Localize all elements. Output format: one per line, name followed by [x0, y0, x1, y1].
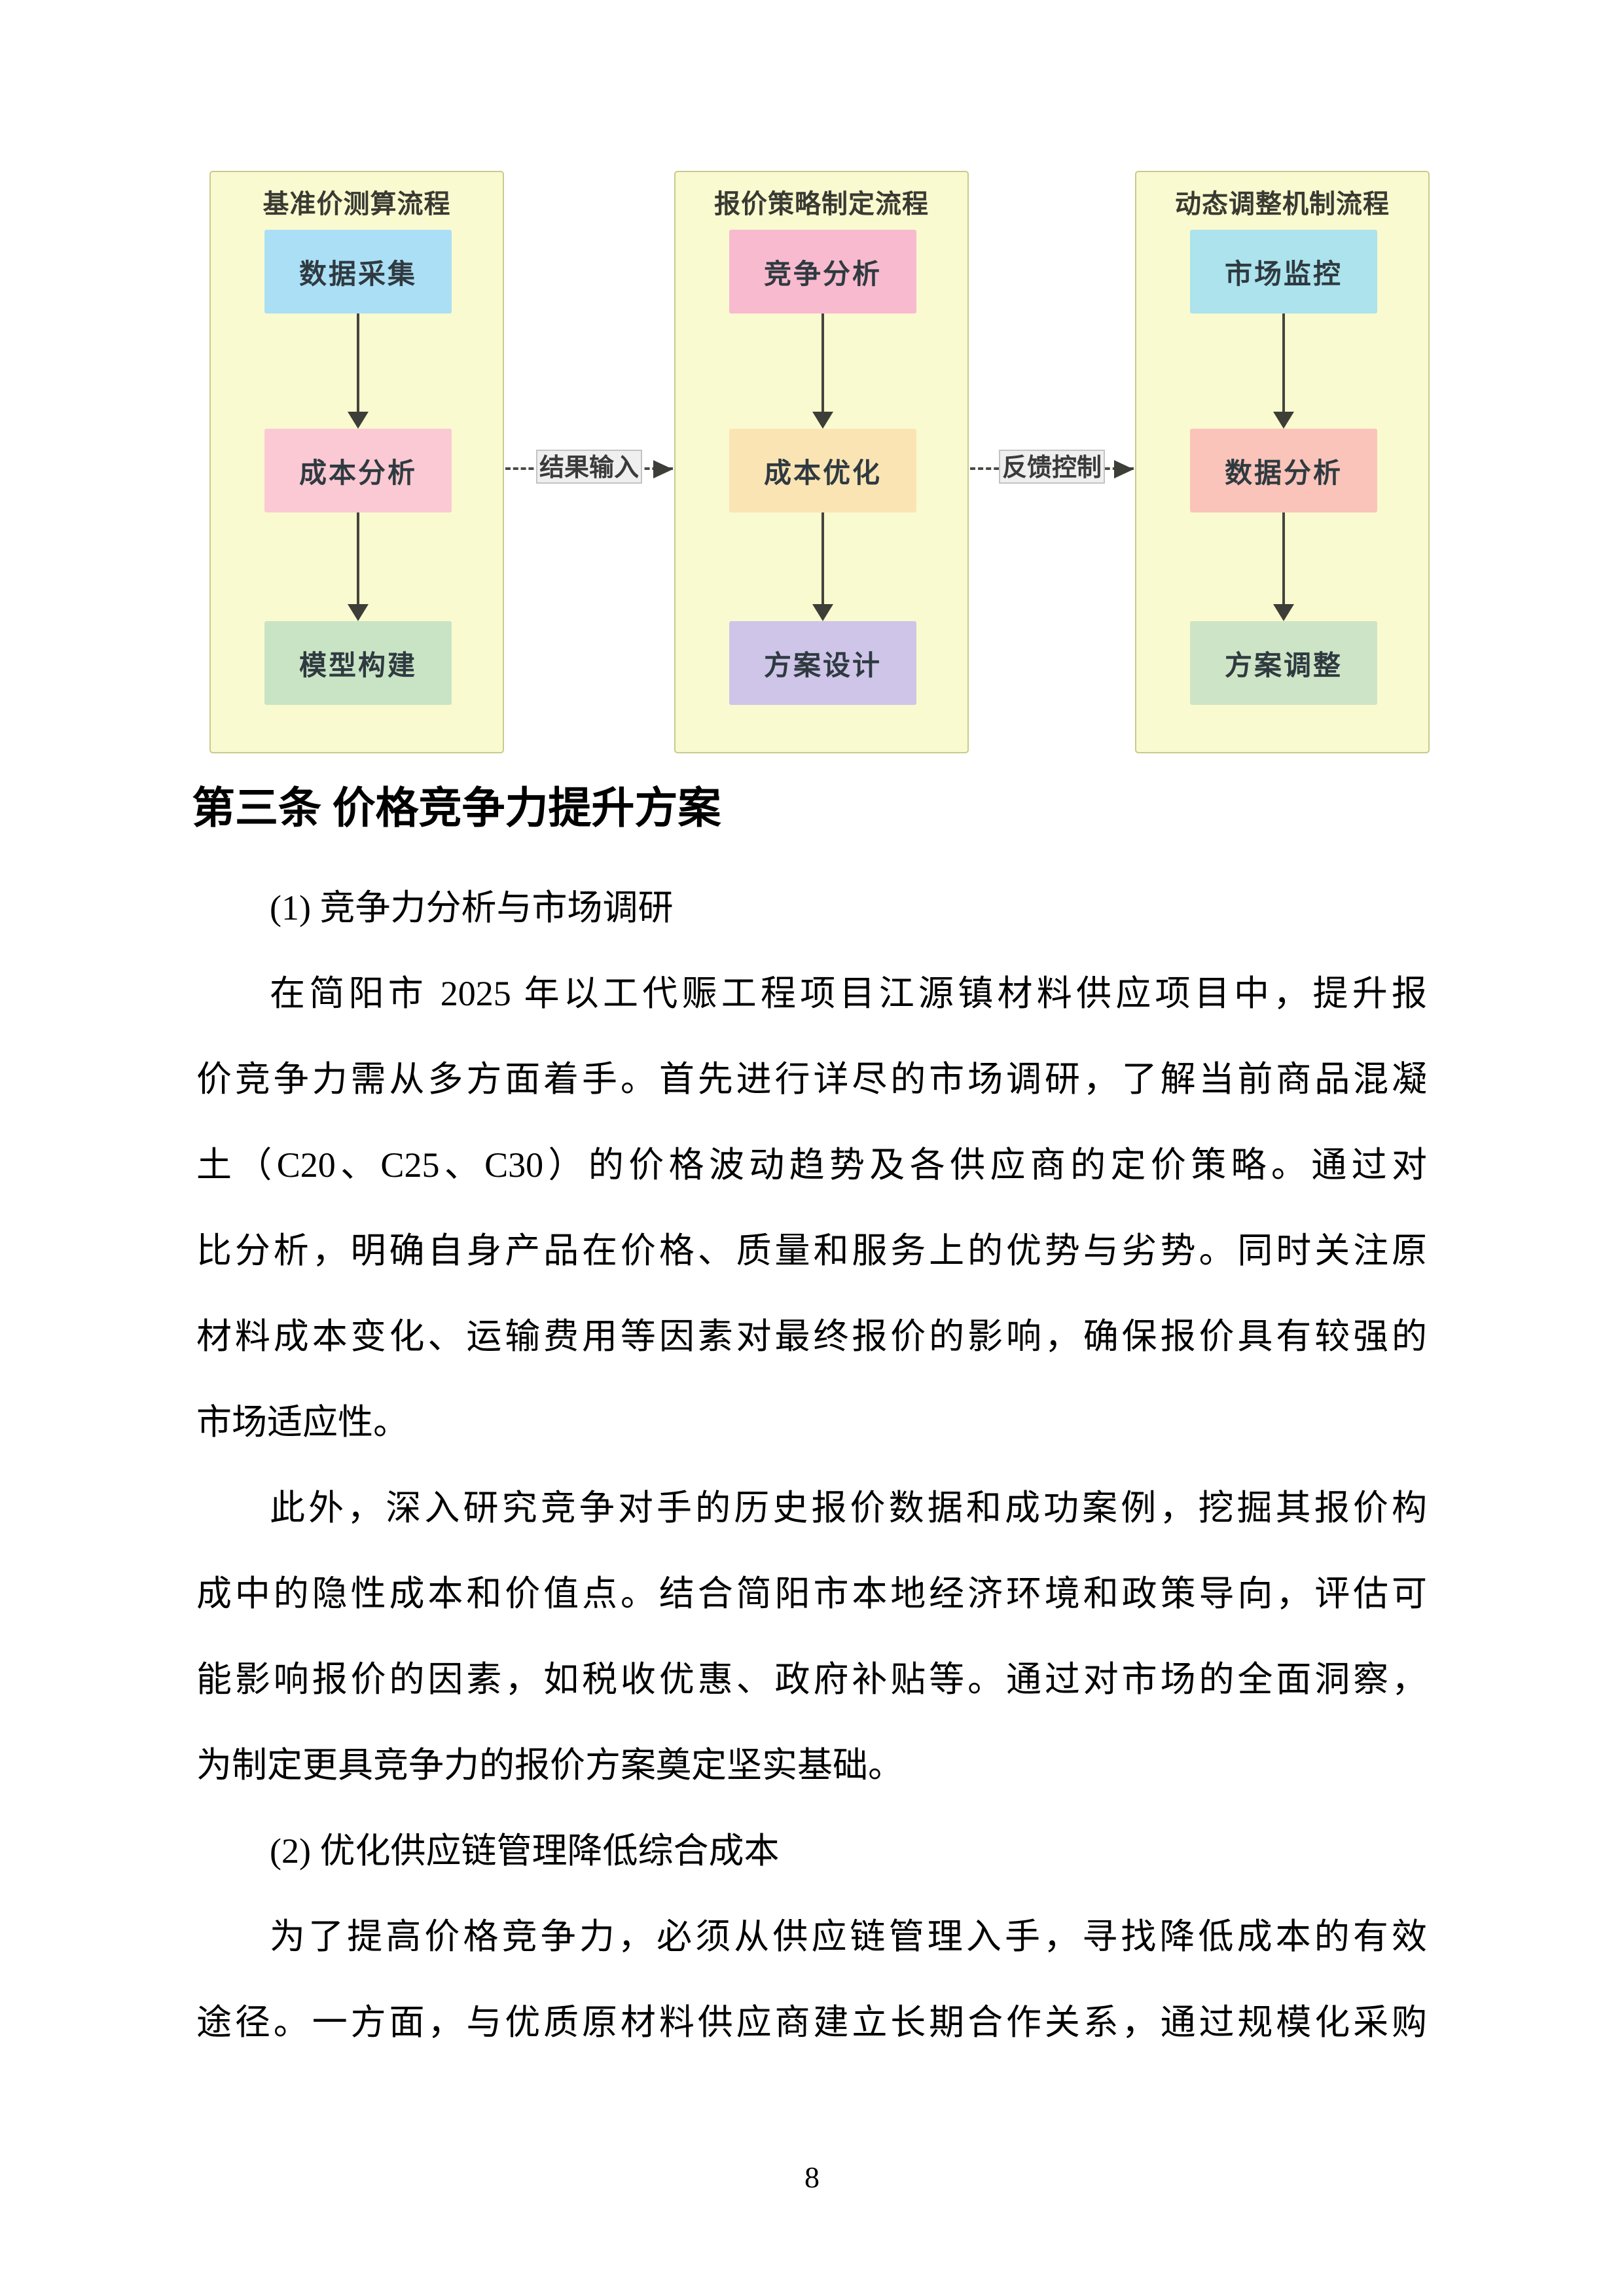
- paragraph-line: 此外，深入研究竞争对手的历史报价数据和成功案例，挖掘其报价构: [270, 1488, 1427, 1528]
- connector-label: 反馈控制: [999, 450, 1105, 484]
- flow-step-box: 成本优化: [729, 429, 916, 512]
- section-heading: 第三条 价格竞争力提升方案: [192, 785, 721, 833]
- paragraph-line: 途径。一方面，与优质原材料供应商建立长期合作关系，通过规模化采购: [196, 2003, 1427, 2042]
- panel-base-price-process: 基准价测算流程 数据采集 成本分析 模型构建: [209, 171, 504, 753]
- flow-step-box: 市场监控: [1190, 230, 1377, 314]
- flow-arrow-down: [821, 512, 824, 607]
- paragraph-line: 土（C20、C25、C30）的价格波动趋势及各供应商的定价策略。通过对: [196, 1145, 1427, 1185]
- subsection-title: (1) 竞争力分析与市场调研: [270, 888, 674, 927]
- flow-step-box: 模型构建: [264, 621, 452, 705]
- panel-title: 基准价测算流程: [262, 190, 451, 219]
- paragraph-line: 比分析，明确自身产品在价格、质量和服务上的优势与劣势。同时关注原: [196, 1231, 1427, 1270]
- paragraph-line: 为制定更具竞争力的报价方案奠定坚实基础。: [196, 1746, 903, 1785]
- arrowhead-down-icon: [812, 412, 833, 429]
- connector-label: 结果输入: [536, 450, 642, 484]
- flow-step-box: 方案设计: [729, 621, 916, 705]
- flow-arrow-down: [357, 512, 359, 607]
- paragraph-line: 能影响报价的因素，如税收优惠、政府补贴等。通过对市场的全面洞察，: [196, 1660, 1427, 1699]
- paragraph-line: 市场适应性。: [196, 1403, 408, 1442]
- arrowhead-down-icon: [1273, 412, 1294, 429]
- paragraph-line: 在简阳市 2025 年以工代赈工程项目江源镇材料供应项目中，提升报: [270, 974, 1427, 1013]
- arrowhead-down-icon: [1273, 604, 1294, 621]
- flow-step-box: 数据采集: [264, 230, 452, 314]
- flow-arrow-down: [1282, 314, 1285, 414]
- subsection-title: (2) 优化供应链管理降低综合成本: [270, 1831, 780, 1871]
- paragraph-line: 材料成本变化、运输费用等因素对最终报价的影响，确保报价具有较强的: [196, 1317, 1427, 1356]
- arrowhead-down-icon: [348, 604, 369, 621]
- flow-step-box: 成本分析: [264, 429, 452, 512]
- flow-step-box: 数据分析: [1190, 429, 1377, 512]
- paragraph-line: 为了提高价格竞争力，必须从供应链管理入手，寻找降低成本的有效: [270, 1917, 1427, 1956]
- body-text: (1) 竞争力分析与市场调研 在简阳市 2025 年以工代赈工程项目江源镇材料供…: [196, 865, 1427, 2066]
- panel-title: 动态调整机制流程: [1175, 190, 1390, 219]
- paragraph-line: 价竞争力需从多方面着手。首先进行详尽的市场调研，了解当前商品混凝: [196, 1060, 1427, 1099]
- arrowhead-down-icon: [348, 412, 369, 429]
- arrowhead-right-icon: [1114, 460, 1134, 478]
- panel-title: 报价策略制定流程: [714, 190, 929, 219]
- panel-dynamic-adjustment-process: 动态调整机制流程 市场监控 数据分析 方案调整: [1135, 171, 1430, 753]
- flow-step-box: 竞争分析: [729, 230, 916, 314]
- flow-arrow-down: [1282, 512, 1285, 607]
- arrowhead-down-icon: [812, 604, 833, 621]
- page-number: 8: [804, 2161, 820, 2194]
- panel-quote-strategy-process: 报价策略制定流程 竞争分析 成本优化 方案设计: [674, 171, 969, 753]
- flow-arrow-down: [821, 314, 824, 414]
- paragraph-line: 成中的隐性成本和价值点。结合简阳市本地经济环境和政策导向，评估可: [196, 1574, 1427, 1613]
- flow-step-box: 方案调整: [1190, 621, 1377, 705]
- arrowhead-right-icon: [653, 460, 673, 478]
- flow-arrow-down: [357, 314, 359, 414]
